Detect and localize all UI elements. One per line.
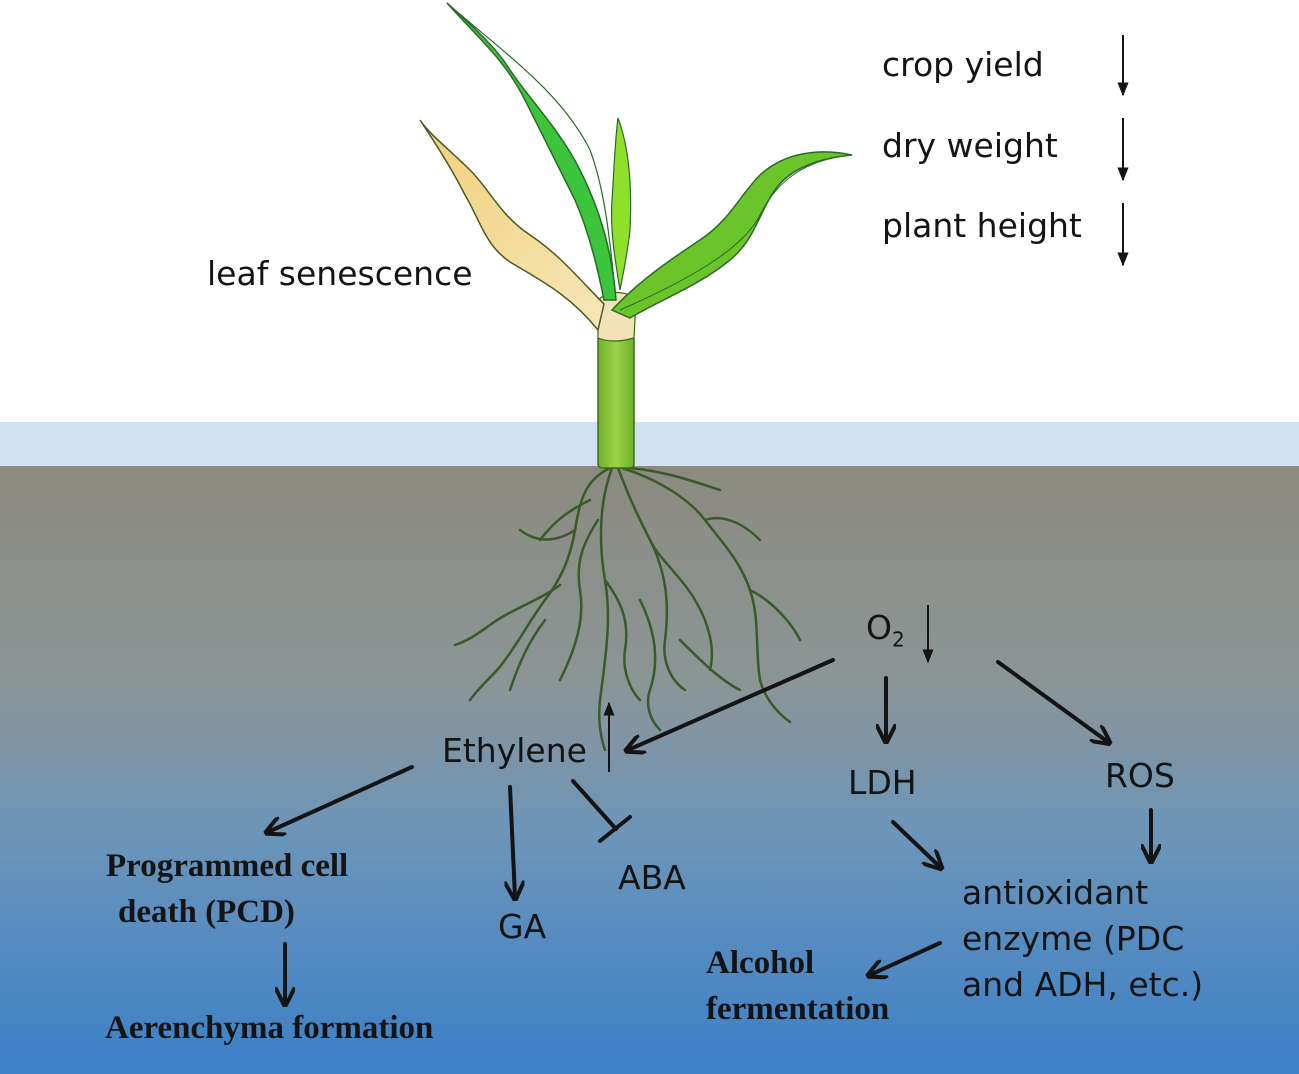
green-leaf-narrow	[610, 117, 632, 291]
alcohol-line-1: Alcohol	[706, 945, 815, 981]
alcohol-fermentation-label: Alcohol fermentation	[706, 940, 889, 1032]
arrow-ldh-to-antioxidant	[891, 820, 940, 867]
alcohol-line-2: fermentation	[706, 991, 890, 1027]
pcd-label: Programmed cell death (PCD)	[106, 843, 348, 935]
oxygen-symbol: O	[866, 608, 892, 647]
arrow-o2-to-ethylene	[628, 658, 835, 750]
senescent-leaf	[419, 119, 605, 332]
aba-label: ABA	[618, 858, 686, 897]
leaf-senescence-label: leaf senescence	[207, 254, 473, 293]
oxygen-label: O2	[866, 608, 905, 652]
pcd-line-2: death (PCD)	[118, 894, 295, 930]
oxygen-subscript: 2	[891, 627, 905, 652]
antioxidant-line-3: and ADH, etc.)	[962, 965, 1204, 1004]
arrow-ethylene-to-pcd	[268, 765, 414, 832]
roots	[453, 466, 802, 752]
ga-label: GA	[498, 907, 547, 946]
antioxidant-label: antioxidant enzyme (PDC and ADH, etc.)	[962, 870, 1203, 1008]
effect-crop-yield: crop yield	[882, 45, 1044, 84]
effect-dry-weight: dry weight	[882, 126, 1058, 165]
water-surface-band	[0, 422, 1299, 468]
ethylene-label: Ethylene	[442, 731, 587, 770]
pcd-line-1: Programmed cell	[106, 848, 349, 884]
effect-plant-height: plant height	[882, 206, 1082, 245]
arrow-o2-to-ros	[996, 660, 1108, 742]
arrow-ethylene-to-ga	[510, 785, 515, 897]
antioxidant-line-2: enzyme (PDC	[962, 919, 1185, 958]
ldh-label: LDH	[848, 763, 917, 802]
aerenchyma-label: Aerenchyma formation	[105, 1010, 434, 1046]
inhibition-ethylene-aba	[571, 779, 618, 831]
stem	[597, 334, 635, 469]
soil-flooded-region	[0, 466, 1299, 1074]
decrease-arrows	[603, 35, 1129, 772]
antioxidant-line-1: antioxidant	[962, 873, 1149, 912]
green-leaf-right	[610, 151, 853, 319]
inhibition-bar	[598, 815, 632, 843]
ros-label: ROS	[1105, 756, 1175, 795]
arrow-antioxidant-to-alcohol	[870, 941, 942, 975]
